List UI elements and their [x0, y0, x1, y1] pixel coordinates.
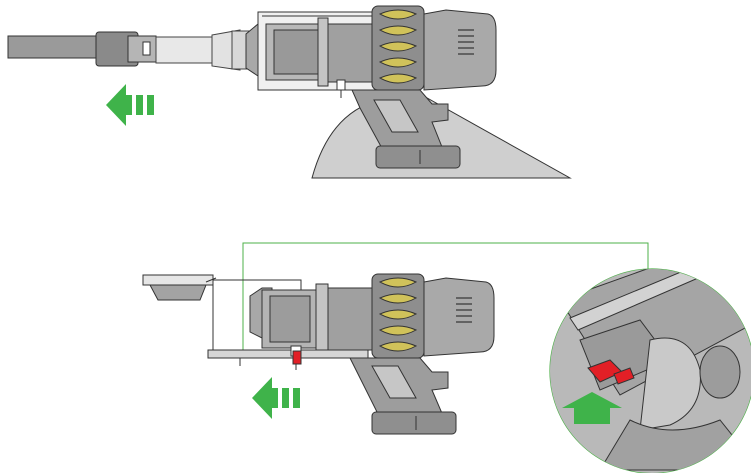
cyclone-pack-bottom	[371, 273, 425, 359]
left-arrow-icon	[252, 377, 300, 419]
red-release-button-detail	[587, 359, 635, 385]
up-arrow-icon	[562, 392, 622, 424]
detail-inset	[549, 268, 751, 473]
red-release-button	[290, 345, 302, 370]
handheld-vacuum-top	[245, 5, 497, 169]
left-arrow-icon	[106, 84, 154, 126]
cyclone-pack	[371, 5, 425, 91]
bin-door	[142, 274, 217, 355]
detail-connector-line	[242, 242, 649, 355]
handheld-vacuum-bottom	[207, 273, 495, 435]
top-panel	[7, 5, 572, 179]
bottom-panel	[142, 242, 751, 473]
wand-tube	[7, 29, 251, 71]
